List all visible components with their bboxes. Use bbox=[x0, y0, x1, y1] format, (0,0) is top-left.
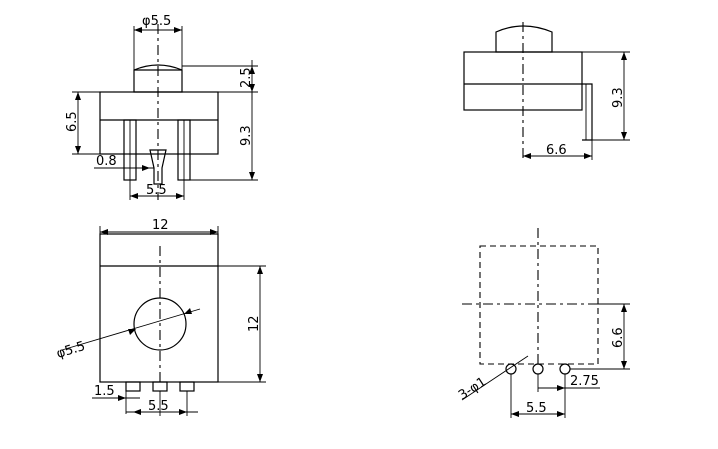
dim-front-pin-pitch: 5.5 bbox=[146, 183, 167, 198]
dim-pcb-hole-pitch: 5.5 bbox=[526, 401, 547, 416]
dim-top-width: 12 bbox=[152, 218, 169, 233]
side-button-cap bbox=[495, 25, 553, 53]
dim-top-button-diameter: φ5.5 bbox=[55, 339, 87, 362]
dim-top-pin-pitch: 5.5 bbox=[148, 399, 169, 414]
dim-front-button-diameter: φ5.5 bbox=[142, 14, 171, 29]
dim-front-body-height: 6.5 bbox=[65, 111, 80, 132]
front-body bbox=[99, 91, 219, 155]
top-view: 12 12 φ5.5 1.5 5.5 bbox=[55, 218, 266, 416]
side-pin bbox=[582, 83, 593, 141]
dim-top-height: 12 bbox=[247, 315, 262, 332]
pcb-layout-view: 6.6 3-φ1 2.75 5.5 bbox=[456, 228, 630, 418]
dim-front-button-height: 2.5 bbox=[239, 67, 254, 88]
pcb-hole-2 bbox=[532, 363, 544, 375]
top-body bbox=[99, 233, 219, 383]
pcb-outline-dashed bbox=[479, 245, 599, 365]
top-pin-right bbox=[179, 381, 195, 392]
dim-pcb-holes: 3-φ1 bbox=[456, 375, 489, 404]
dim-pcb-row-offset: 6.6 bbox=[611, 327, 626, 348]
dim-front-total-height: 9.3 bbox=[239, 125, 254, 146]
front-view: φ5.5 2.5 9.3 6.5 0.8 5.5 bbox=[65, 14, 258, 200]
top-pin-left bbox=[125, 381, 141, 392]
side-view: 9.3 6.6 bbox=[463, 22, 630, 160]
dim-pcb-hole-offset: 2.75 bbox=[570, 374, 599, 389]
top-pin-center bbox=[152, 381, 168, 392]
dim-front-pin-width: 0.8 bbox=[96, 154, 117, 169]
dim-side-depth: 6.6 bbox=[546, 143, 567, 158]
dim-top-pin-offset: 1.5 bbox=[94, 384, 115, 399]
front-button-cap bbox=[133, 64, 183, 93]
pcb-hole-3 bbox=[559, 363, 571, 375]
dim-side-total-height: 9.3 bbox=[611, 87, 626, 108]
